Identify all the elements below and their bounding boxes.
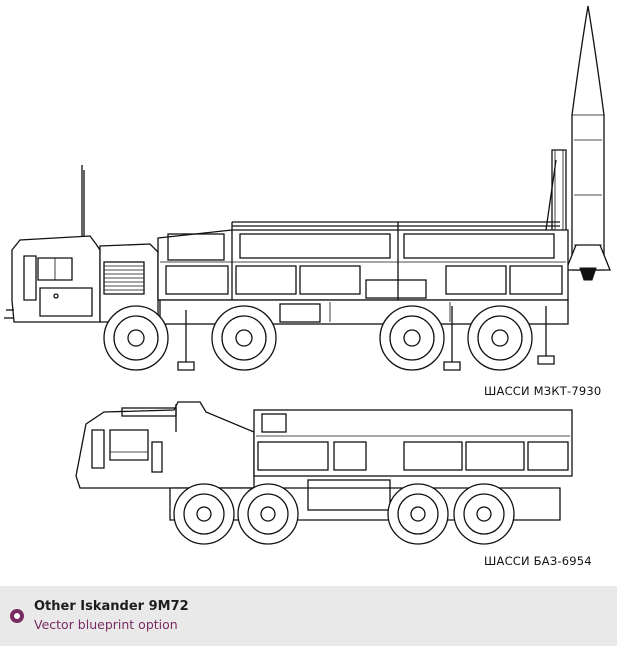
missile: [565, 5, 611, 281]
bottom-launcher-vehicle: [75, 401, 573, 545]
top-wheels: [103, 305, 533, 371]
option-footer[interactable]: Other Iskander 9M72 Vector blueprint opt…: [0, 586, 617, 646]
option-title: Other Iskander 9M72: [34, 599, 189, 614]
option-subtitle: Vector blueprint option: [34, 617, 178, 632]
bottom-wheels: [173, 483, 515, 545]
radio-selected-dot: [14, 613, 20, 619]
bottom-vehicle-label: ШАССИ БАЗ-6954: [484, 554, 592, 568]
top-vehicle-label: ШАССИ МЗКТ-7930: [484, 384, 602, 398]
option-radio-button[interactable]: [10, 609, 24, 623]
top-launcher-vehicle: [4, 5, 611, 371]
launcher-blueprint-drawing: [4, 5, 611, 545]
